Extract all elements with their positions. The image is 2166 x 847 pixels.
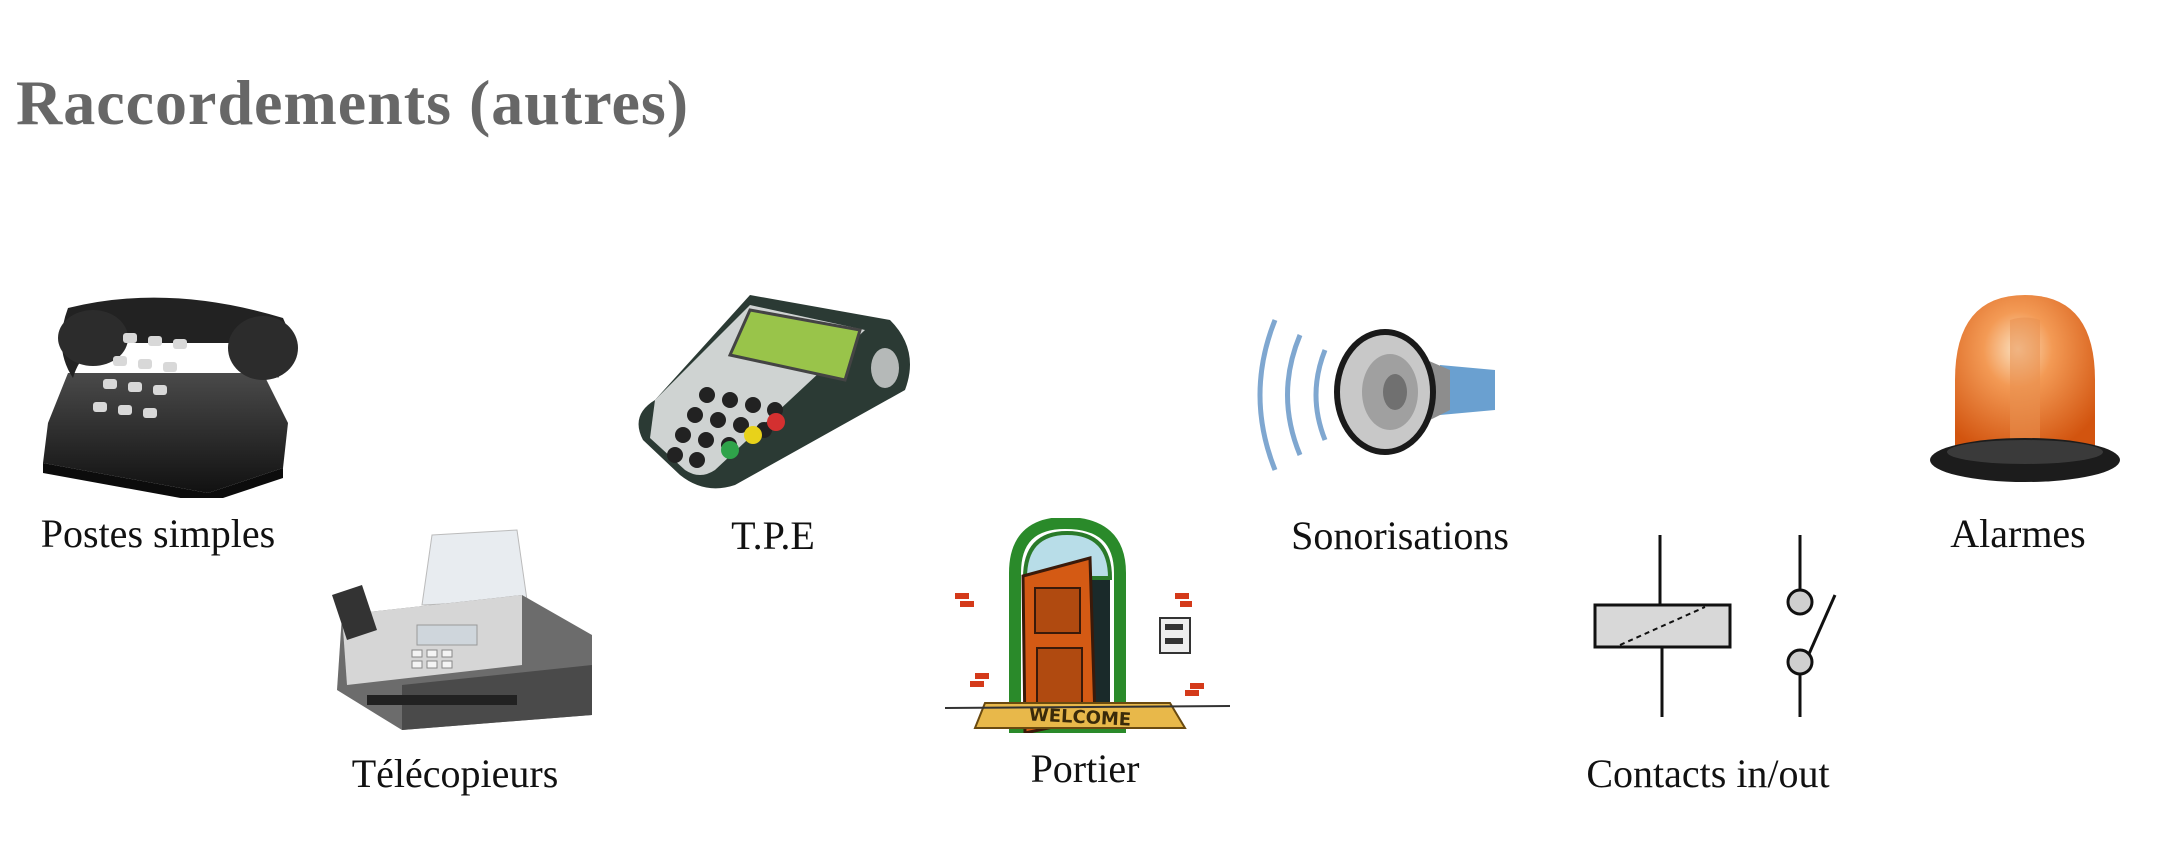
fax-machine-icon bbox=[332, 529, 592, 730]
item-label-contacts: Contacts in/out bbox=[1586, 751, 1830, 796]
item-label-alarmes: Alarmes bbox=[1950, 511, 2086, 556]
page-title: Raccordements (autres) bbox=[16, 67, 690, 138]
telephone-icon bbox=[43, 297, 298, 498]
payment-terminal-icon bbox=[638, 295, 910, 489]
loudspeaker-icon bbox=[1257, 319, 1495, 471]
beacon-light-icon bbox=[1930, 295, 2120, 482]
relay-contact-icon bbox=[1593, 535, 1837, 717]
door-intercom-icon: WELCOME bbox=[945, 518, 1230, 733]
item-label-tpe: T.P.E bbox=[731, 513, 815, 558]
item-label-postes-simples: Postes simples bbox=[40, 511, 276, 556]
item-label-telecopieurs: Télécopieurs bbox=[351, 751, 559, 796]
item-label-sonorisations: Sonorisations bbox=[1291, 513, 1509, 558]
item-label-portier: Portier bbox=[1030, 746, 1140, 791]
